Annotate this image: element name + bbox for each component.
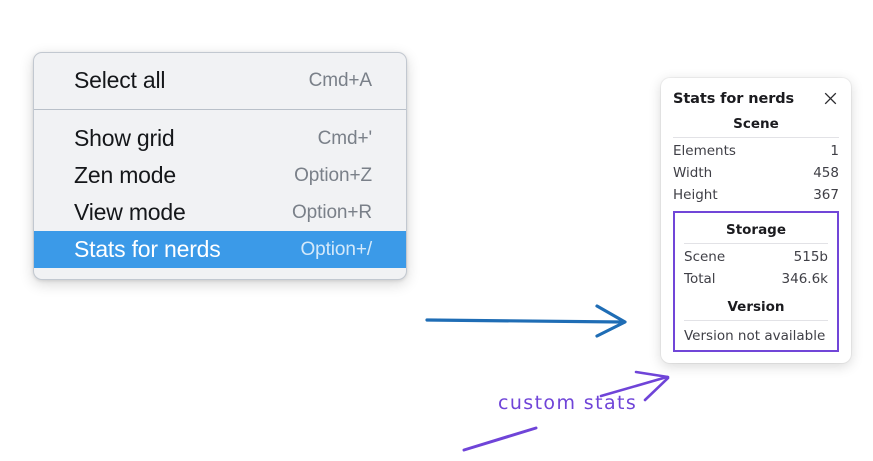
- menu-item-label: Select all: [74, 67, 166, 93]
- section-rule: [684, 243, 828, 244]
- menu-item-shortcut: Option+R: [292, 201, 372, 223]
- menu-item-label: Zen mode: [74, 162, 176, 188]
- menu-item-label: Stats for nerds: [74, 236, 221, 262]
- stats-row-key: Width: [673, 165, 713, 181]
- annotation-label-custom-stats: custom stats: [498, 392, 638, 414]
- stats-row-value: 1: [830, 143, 839, 159]
- stats-row-key: Total: [684, 271, 716, 287]
- menu-item-stats-for-nerds[interactable]: Stats for nerds Option+/: [34, 231, 406, 268]
- purple-underline-stroke: [462, 426, 538, 452]
- close-icon[interactable]: [822, 90, 839, 107]
- blue-arrow-icon: [425, 304, 627, 338]
- menu-item-select-all[interactable]: Select all Cmd+A: [34, 62, 406, 99]
- custom-stats-region: Storage Scene 515b Total 346.6k Version …: [673, 211, 839, 352]
- context-menu-group-2: Show grid Cmd+' Zen mode Option+Z View m…: [34, 110, 406, 279]
- section-rule: [684, 320, 828, 321]
- stats-row-value: 346.6k: [781, 271, 828, 287]
- stats-row-value: 367: [813, 187, 839, 203]
- menu-divider: [34, 109, 406, 110]
- context-menu-group-1: Select all Cmd+A: [34, 53, 406, 109]
- stats-panel-title: Stats for nerds: [673, 90, 795, 107]
- menu-item-shortcut: Cmd+A: [308, 69, 372, 91]
- stats-row-key: Elements: [673, 143, 736, 159]
- menu-item-label: Show grid: [74, 125, 175, 151]
- section-title-storage: Storage: [725, 222, 787, 238]
- stats-row-elements: Elements 1: [673, 140, 839, 162]
- menu-item-shortcut: Option+Z: [294, 164, 372, 186]
- stats-row-storage-total: Total 346.6k: [684, 268, 828, 290]
- menu-item-zen-mode[interactable]: Zen mode Option+Z: [34, 157, 406, 194]
- menu-item-shortcut: Option+/: [300, 238, 372, 260]
- stats-row-height: Height 367: [673, 184, 839, 206]
- stats-row-key: Height: [673, 187, 718, 203]
- version-text: Version not available: [684, 328, 826, 344]
- context-menu[interactable]: Select all Cmd+A Show grid Cmd+' Zen mod…: [33, 52, 407, 280]
- stats-row-width: Width 458: [673, 162, 839, 184]
- menu-item-label: View mode: [74, 199, 186, 225]
- stats-panel-body: Scene Elements 1 Width 458 Height 367 St…: [661, 107, 851, 352]
- section-title-version: Version: [727, 299, 785, 315]
- section-title-scene: Scene: [733, 116, 779, 132]
- menu-item-view-mode[interactable]: View mode Option+R: [34, 194, 406, 231]
- stats-for-nerds-panel: Stats for nerds Scene Elements 1 Width 4…: [661, 78, 851, 363]
- menu-item-show-grid[interactable]: Show grid Cmd+': [34, 120, 406, 157]
- section-rule: [673, 137, 839, 138]
- menu-item-shortcut: Cmd+': [317, 127, 372, 149]
- stats-row-storage-scene: Scene 515b: [684, 246, 828, 268]
- stats-row-key: Scene: [684, 249, 726, 265]
- stats-panel-header: Stats for nerds: [661, 88, 851, 107]
- stats-row-value: 458: [813, 165, 839, 181]
- stats-row-value: 515b: [793, 249, 828, 265]
